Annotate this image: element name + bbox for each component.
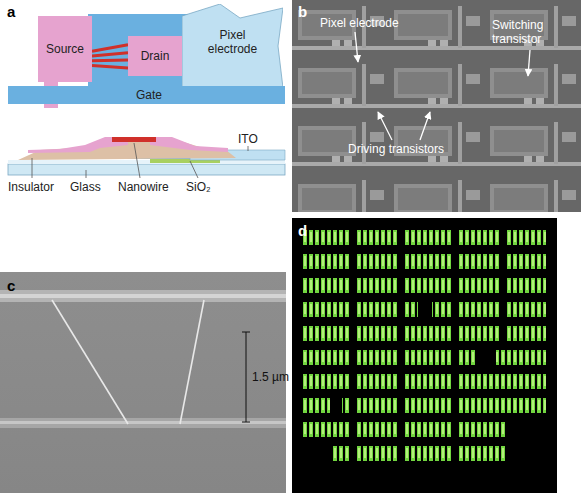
layer-label: ITO: [238, 132, 258, 146]
pixel-electrode: Pixel electrode: [182, 4, 283, 88]
nanowire: [92, 45, 128, 51]
node-text: Source: [46, 42, 84, 56]
panel-letter: d: [298, 222, 307, 239]
source-electrode: Source: [38, 16, 92, 82]
callout-label: Pixel electrode: [320, 16, 399, 30]
nanowire: [92, 66, 128, 68]
node-text: Drain: [141, 49, 170, 63]
panel-letter: b: [298, 3, 307, 20]
panel-letter: a: [7, 3, 15, 20]
nanowire: [92, 59, 128, 63]
layer-label: Glass: [70, 180, 101, 194]
node-text: Gate: [136, 88, 162, 102]
gate-line: Gate: [8, 86, 285, 104]
callout-label: Driving transistors: [348, 142, 444, 156]
scale-label: 1.5 µm: [252, 370, 289, 384]
layer-label: Nanowire: [118, 180, 169, 194]
node-text: Pixel electrode: [198, 28, 268, 56]
drain-electrode: Drain: [128, 36, 182, 76]
layer-label: SiO₂: [186, 180, 211, 194]
nanowire: [92, 53, 128, 56]
layer-label: Insulator: [8, 180, 54, 194]
callout-label: Switching transistor: [492, 18, 576, 46]
panel-letter: c: [7, 277, 15, 294]
